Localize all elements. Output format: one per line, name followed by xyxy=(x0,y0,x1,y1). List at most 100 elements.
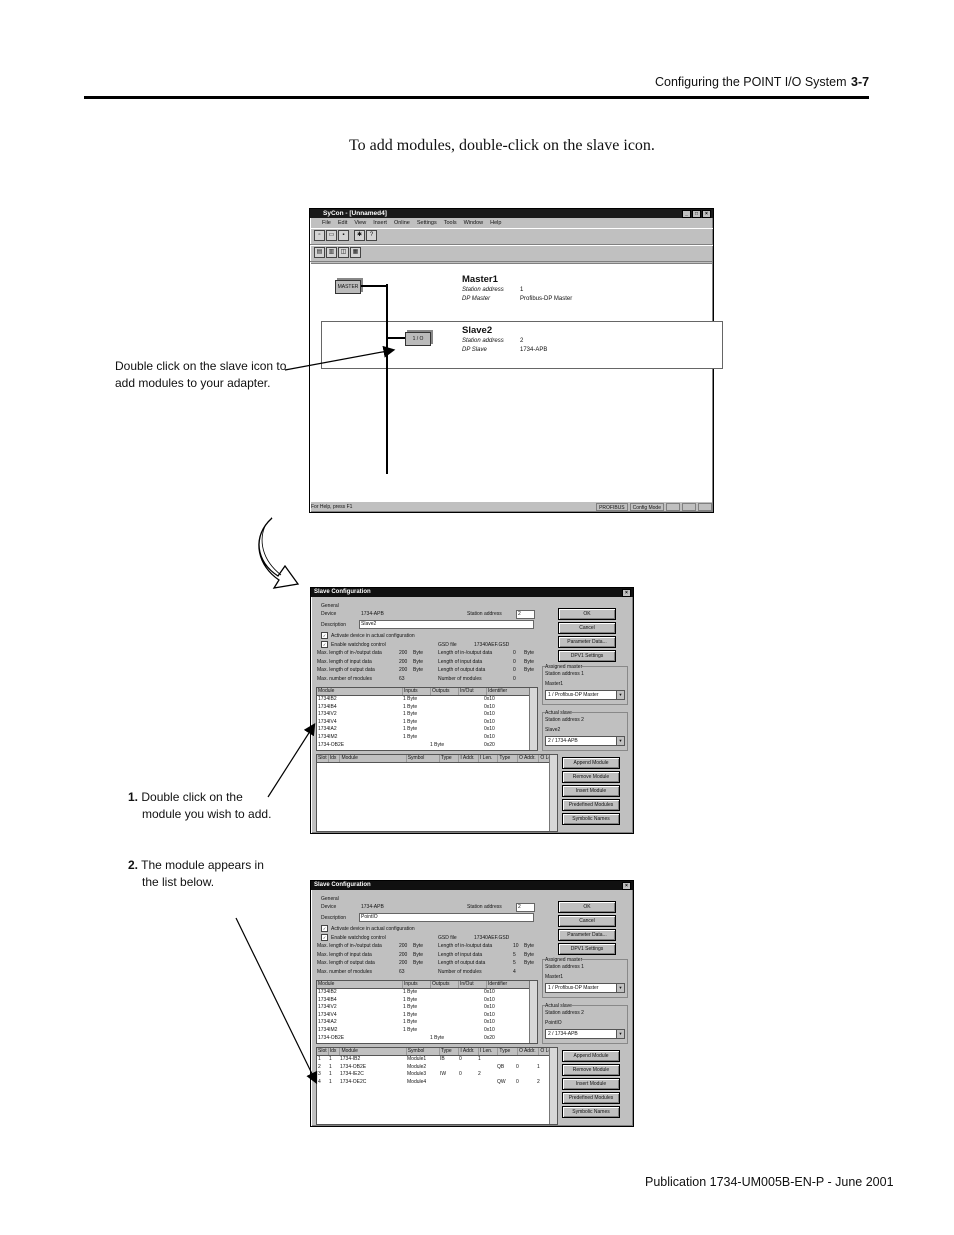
device-value: 1734-APB xyxy=(361,611,384,617)
close-icon[interactable]: × xyxy=(622,589,631,597)
predefined-modules-button[interactable]: Predefined Modules xyxy=(562,1092,620,1104)
activate-checkbox[interactable]: ✓Activate device in actual configuration xyxy=(321,925,415,932)
actual-slave-select[interactable]: 2 / 1734-APB xyxy=(545,1029,625,1039)
menu-edit[interactable]: Edit xyxy=(337,220,348,226)
menu-file[interactable]: File xyxy=(322,220,331,226)
module-list-scrollbar[interactable] xyxy=(529,981,537,1043)
menu-view[interactable]: View xyxy=(354,220,367,226)
parameter-data-button[interactable]: Parameter Data... xyxy=(558,636,616,648)
menu-online[interactable]: Online xyxy=(393,220,410,226)
assigned-master-select[interactable]: 1 / Profibus-DP Master xyxy=(545,983,625,993)
maximize-icon[interactable]: □ xyxy=(692,210,701,218)
remove-module-button[interactable]: Remove Module xyxy=(562,1064,620,1076)
station-address-field[interactable]: 2 xyxy=(516,903,535,912)
activate-checkbox[interactable]: ✓Activate device in actual configuration xyxy=(321,632,415,639)
insert-slave-icon[interactable]: ▥ xyxy=(326,247,337,258)
actual-slave-select[interactable]: 2 / 1734-APB xyxy=(545,736,625,746)
slot-list-scrollbar[interactable] xyxy=(549,1048,557,1124)
dpv1-settings-button[interactable]: DPV1 Settings xyxy=(558,943,616,955)
menu-settings[interactable]: Settings xyxy=(416,220,437,226)
parameter-data-button[interactable]: Parameter Data... xyxy=(558,929,616,941)
master-link xyxy=(361,285,387,287)
watchdog-checkbox[interactable]: ✓Enable watchdog control xyxy=(321,641,386,648)
menu-tools[interactable]: Tools xyxy=(443,220,457,226)
intro-text: To add modules, double-click on the slav… xyxy=(349,137,655,154)
dpv1-settings-button[interactable]: DPV1 Settings xyxy=(558,650,616,662)
help-icon[interactable]: ? xyxy=(366,230,377,241)
cancel-button[interactable]: Cancel xyxy=(558,915,616,927)
description-field[interactable]: Slave2 xyxy=(359,620,534,629)
master-icon[interactable]: MASTER xyxy=(335,280,361,294)
close-icon[interactable]: × xyxy=(622,882,631,890)
insert-master-icon[interactable]: ▤ xyxy=(314,247,325,258)
status-bar: For Help, press F1 PROFIBUS Config Mode xyxy=(311,503,712,511)
append-module-button[interactable]: Append Module xyxy=(562,1050,620,1062)
insert-module-button[interactable]: Insert Module xyxy=(562,785,620,797)
remove-module-button[interactable]: Remove Module xyxy=(562,771,620,783)
curved-arrow-icon xyxy=(258,517,300,589)
connect-icon[interactable]: ◫ xyxy=(338,247,349,258)
menu-window[interactable]: Window xyxy=(463,220,484,226)
assigned-master-group xyxy=(542,959,628,998)
bus-line xyxy=(386,284,388,474)
symbolic-names-button[interactable]: Symbolic Names xyxy=(562,813,620,825)
close-icon[interactable]: × xyxy=(702,210,711,218)
ok-button[interactable]: OK xyxy=(558,901,616,913)
append-module-button[interactable]: Append Module xyxy=(562,757,620,769)
menu-help[interactable]: Help xyxy=(490,220,502,226)
module-list-scrollbar[interactable] xyxy=(529,688,537,750)
page-number: 3-7 xyxy=(851,75,870,89)
insert-module-button[interactable]: Insert Module xyxy=(562,1078,620,1090)
callout-slave-icon: Double click on the slave icon to add mo… xyxy=(115,359,287,390)
cancel-button[interactable]: Cancel xyxy=(558,622,616,634)
slot-list-scrollbar[interactable] xyxy=(549,755,557,831)
toolbar-2: ▤ ▥ ◫ ▦ xyxy=(310,245,713,262)
slave-selection-box xyxy=(321,321,723,369)
watchdog-checkbox[interactable]: ✓Enable watchdog control xyxy=(321,934,386,941)
save-icon[interactable]: ▪ xyxy=(338,230,349,241)
symbolic-names-button[interactable]: Symbolic Names xyxy=(562,1106,620,1118)
ok-button[interactable]: OK xyxy=(558,608,616,620)
menu-insert[interactable]: Insert xyxy=(373,220,387,226)
open-icon[interactable]: ▭ xyxy=(326,230,337,241)
minimize-icon[interactable]: _ xyxy=(682,210,691,218)
sycon-titlebar: SyCon - [Unnamed4] _□× xyxy=(310,209,713,218)
new-icon[interactable]: ▫ xyxy=(314,230,325,241)
actual-slave-group xyxy=(542,1005,628,1044)
arrow-to-slave xyxy=(284,345,396,371)
assigned-master-select[interactable]: 1 / Profibus-DP Master xyxy=(545,690,625,700)
station-address-field[interactable]: 2 xyxy=(516,610,535,619)
publication-footer: Publication 1734-UM005B-EN-P - June 2001 xyxy=(645,1175,894,1189)
callout-step2: 2. The module appears in the list below. xyxy=(128,858,264,889)
slave-icon[interactable]: 1 / O xyxy=(405,332,431,346)
predefined-modules-button[interactable]: Predefined Modules xyxy=(562,799,620,811)
description-field[interactable]: PointIO xyxy=(359,913,534,922)
config-icon[interactable]: ▦ xyxy=(350,247,361,258)
header-rule xyxy=(84,96,869,99)
tools-icon[interactable]: ✱ xyxy=(354,230,365,241)
